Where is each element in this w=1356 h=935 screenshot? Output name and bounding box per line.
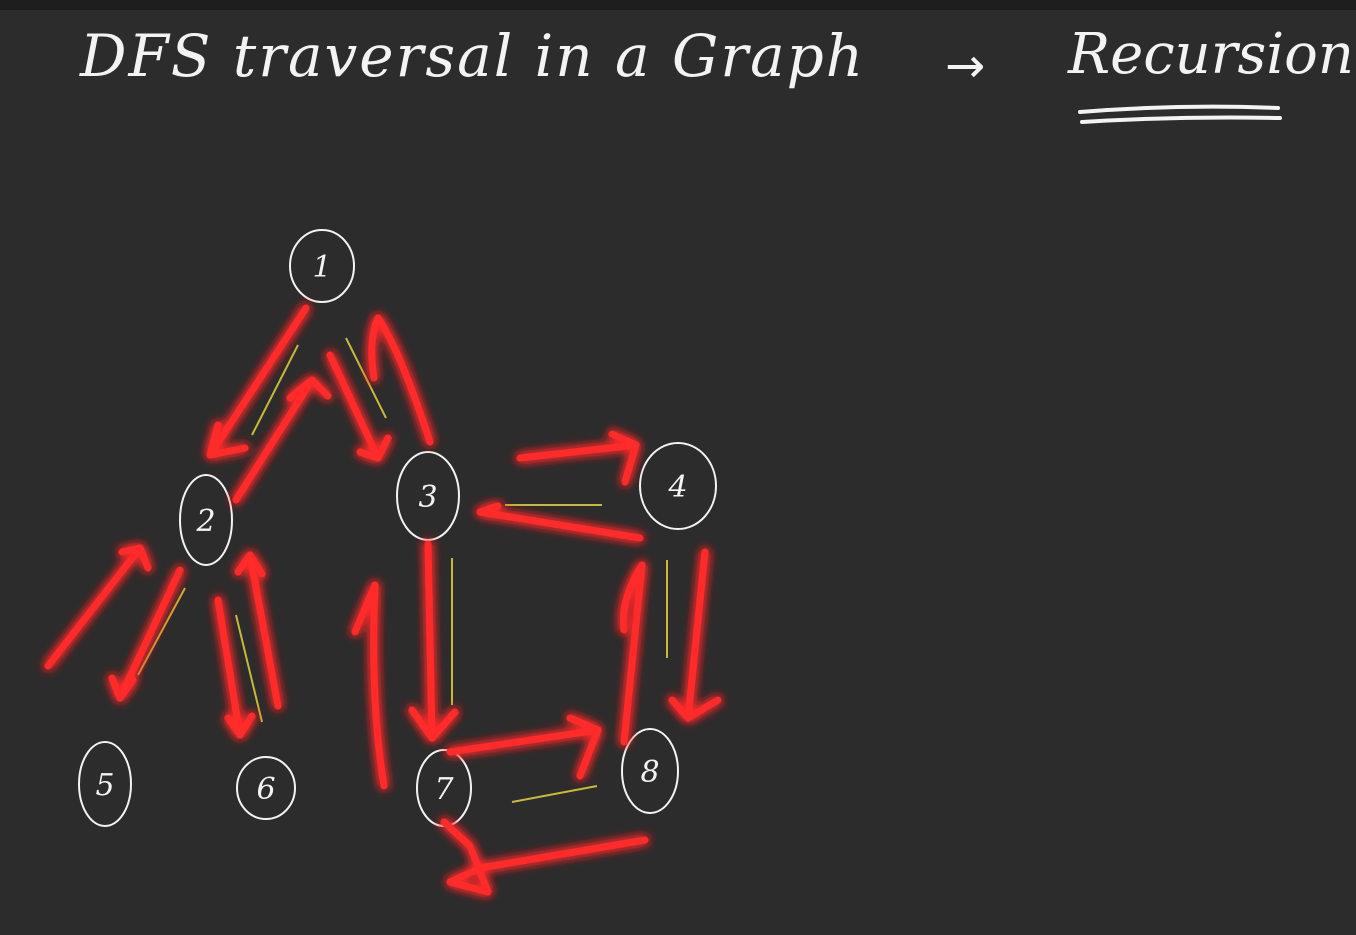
node-label: 3: [418, 480, 437, 515]
node-circle: [179, 474, 233, 566]
graph-edges: [137, 337, 668, 803]
traversal-arrow-7-to-8: [446, 714, 602, 780]
node-label: 6: [256, 772, 275, 807]
traversal-arrow-2-to-5: [108, 566, 184, 702]
node-7: 7: [416, 749, 472, 827]
traversal-arrow-3-to-4: [516, 430, 640, 486]
node-circle: [396, 451, 460, 541]
node-label: 7: [434, 772, 454, 807]
traversal-arrow-8-to-7: [440, 818, 649, 896]
node-5: 5: [78, 741, 132, 827]
node-3: 3: [396, 451, 460, 541]
traversal-arrow-2-to-6: [214, 596, 256, 739]
top-bar: [0, 0, 1356, 10]
node-circle: [639, 442, 717, 530]
node-4: 4: [639, 442, 717, 530]
node-1: 1: [289, 229, 355, 303]
traversal-arrow-5-to-2: [44, 544, 152, 670]
subtitle-recursion: Recursion: [1068, 22, 1354, 87]
node-2: 2: [179, 474, 233, 566]
traversal-arrow-1-to-3: [326, 351, 392, 462]
node-label: 8: [640, 755, 659, 790]
edge-2-6: [235, 614, 263, 723]
subtitle-underline: [1078, 104, 1282, 124]
edge-7-8: [511, 785, 598, 803]
edge-2-5: [137, 587, 186, 676]
node-label: 5: [95, 768, 114, 803]
node-6: 6: [236, 756, 296, 820]
node-circle: [289, 229, 355, 303]
node-circle: [236, 756, 296, 820]
dfs-traversal-arrows: [44, 304, 722, 896]
node-8: 8: [621, 728, 679, 814]
edge-1-2: [251, 344, 299, 436]
traversal-arrow-2-to-1: [232, 376, 332, 504]
node-label: 2: [195, 504, 215, 539]
edge-1-3: [345, 337, 387, 419]
traversal-arrow-1-to-2: [206, 304, 310, 459]
page-title: DFS traversal in a Graph: [80, 22, 866, 90]
node-label: 4: [667, 470, 687, 505]
traversal-arrow-3-to-1: [368, 314, 434, 446]
traversal-arrow-4-to-8: [668, 548, 722, 722]
traversal-arrow-4-to-3: [476, 502, 644, 542]
node-label: 1: [312, 250, 331, 285]
arrow-separator: →: [945, 38, 986, 94]
node-circle: [78, 741, 132, 827]
traversal-arrow-3-to-7: [408, 540, 459, 742]
traversal-arrow-7-to-3: [351, 581, 388, 790]
traversal-arrow-8-to-4: [619, 561, 646, 746]
traversal-arrow-6-to-2: [234, 551, 282, 710]
node-circle: [621, 728, 679, 814]
